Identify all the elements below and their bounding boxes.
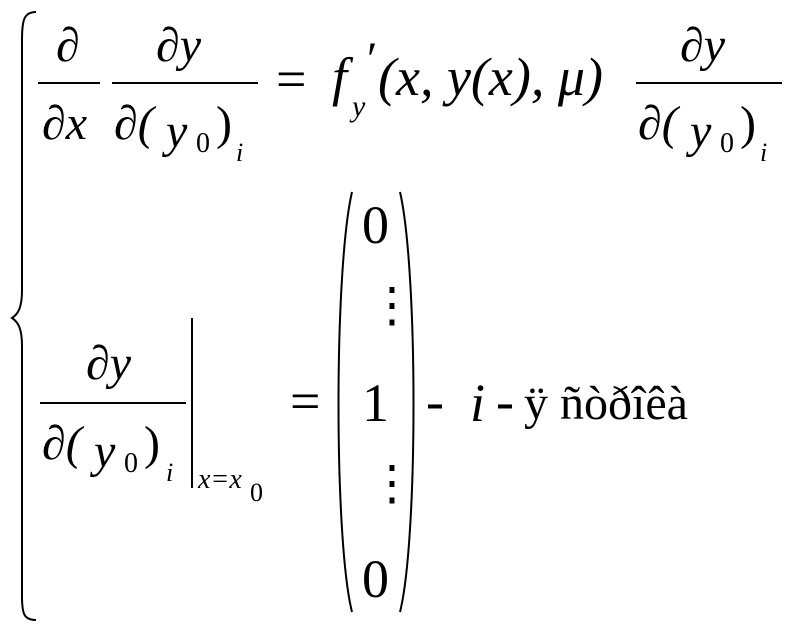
subscript-y: y [352, 90, 366, 123]
denominator-y: y [166, 105, 188, 158]
vector-ellipsis: ⋮ [368, 457, 416, 510]
subscript-zero: 0 [196, 128, 210, 159]
index-i: i [470, 373, 486, 433]
denominator-close: ) [216, 97, 232, 150]
function-f: f [332, 47, 348, 107]
subscript-i: i [236, 138, 244, 167]
equals-sign: = [290, 371, 321, 431]
rhs-dy-numerator: ∂y [680, 19, 726, 72]
denominator-close: ) [144, 417, 160, 470]
dy-numerator: ∂y [86, 337, 132, 390]
rhs-subscript-i: i [760, 138, 768, 167]
subscript-zero: 0 [124, 448, 138, 479]
denominator-open: ∂( [114, 97, 154, 150]
rhs-denominator-close: ) [740, 97, 756, 150]
fraction-bar [40, 402, 186, 404]
vector-entry: 0 [362, 195, 389, 255]
function-arguments: (x, y(x), μ) [378, 47, 603, 107]
partial-operator-numerator: ∂ [56, 19, 80, 72]
vector-entry: 0 [362, 549, 389, 609]
partial-x-denominator: ∂x [42, 97, 88, 150]
evaluation-subscript: 0 [250, 478, 263, 507]
equals-sign: = [276, 49, 307, 109]
rhs-subscript-zero: 0 [720, 128, 734, 159]
row-label-text: ÿ ñòðîêà [524, 377, 688, 430]
vector-right-paren [399, 191, 415, 613]
denominator-y: y [94, 425, 116, 478]
dash: - [496, 371, 514, 431]
dash: - [426, 371, 444, 431]
rhs-denominator-open: ∂( [638, 97, 678, 150]
vector-ellipsis: ⋮ [368, 279, 416, 332]
vector-left-paren [337, 191, 353, 613]
fraction-bar [38, 82, 100, 84]
fraction-bar [636, 82, 782, 84]
dy-numerator: ∂y [156, 19, 202, 72]
prime-mark: ′ [364, 33, 375, 86]
fraction-bar [112, 82, 258, 84]
rhs-denominator-y: y [690, 105, 712, 158]
denominator-open: ∂( [42, 417, 82, 470]
evaluation-point: x=x [198, 464, 242, 495]
vector-entry: 1 [362, 373, 389, 433]
subscript-i: i [166, 458, 174, 487]
